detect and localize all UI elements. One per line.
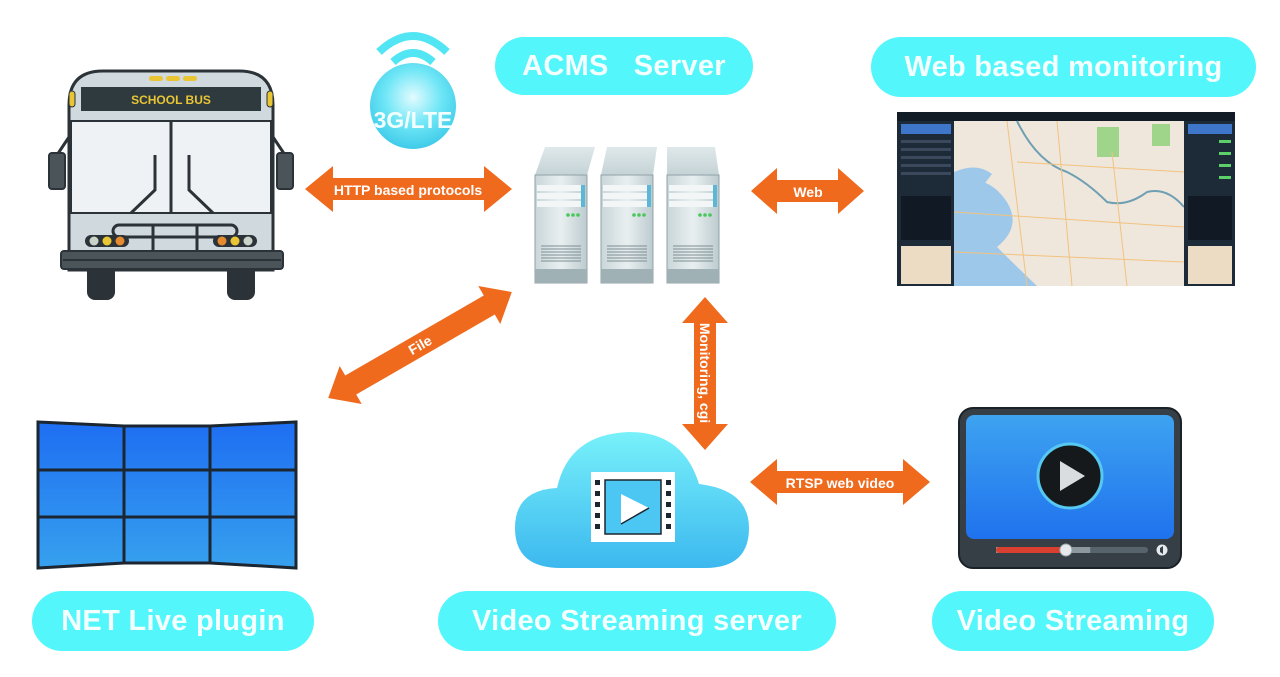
network-3g-lte: 3G/LTE — [370, 32, 456, 149]
arrow-rtsp-web-video: RTSP web video — [750, 459, 930, 505]
server-rack-icon — [534, 147, 720, 284]
arrow-file: File — [328, 285, 512, 405]
video-wall-icon — [36, 420, 298, 570]
bus-body: SCHOOL BUS — [48, 69, 294, 300]
arrow-http-based-protocols: HTTP based protocols — [305, 166, 512, 212]
school-bus-icon: SCHOOL BUS — [48, 69, 294, 300]
acms-server-text: ACMS Server — [522, 49, 726, 82]
arrow-monitoring-label: Monitoring, cgi — [697, 323, 713, 423]
server-unit — [600, 147, 657, 284]
arrow-web-label: Web — [793, 184, 822, 200]
network-label: 3G/LTE — [374, 107, 453, 133]
video-streaming-server-text: Video Streaming server — [471, 604, 803, 637]
globe-icon — [370, 63, 456, 149]
film-play-icon — [591, 472, 675, 542]
video-streaming-text: Video Streaming — [956, 604, 1190, 637]
video-streaming-server-label: Video Streaming server — [438, 591, 836, 651]
bus-sign-text: SCHOOL BUS — [131, 93, 211, 107]
arrow-http-label: HTTP based protocols — [334, 182, 483, 198]
arrow-monitoring-cgi: Monitoring, cgi — [682, 297, 728, 450]
acms-server-label: ACMS Server — [495, 37, 753, 95]
web-monitoring-label: Web based monitoring — [871, 37, 1256, 97]
server-unit — [666, 147, 720, 284]
progress-slider[interactable] — [996, 543, 1148, 557]
volume-icon[interactable] — [1156, 544, 1168, 556]
server-unit — [534, 147, 595, 284]
wifi-signal-icon — [376, 32, 450, 66]
play-button-icon[interactable] — [1036, 442, 1104, 510]
net-live-plugin-text: NET Live plugin — [61, 604, 285, 637]
arrow-web: Web — [751, 168, 864, 214]
net-live-plugin-label: NET Live plugin — [32, 591, 314, 651]
arrow-rtsp-label: RTSP web video — [786, 475, 895, 491]
web-monitoring-text: Web based monitoring — [904, 50, 1223, 83]
video-player-icon — [958, 407, 1182, 569]
map-dashboard-screenshot — [897, 112, 1235, 286]
cloud-video-icon — [515, 432, 749, 568]
video-streaming-label: Video Streaming — [932, 591, 1214, 651]
